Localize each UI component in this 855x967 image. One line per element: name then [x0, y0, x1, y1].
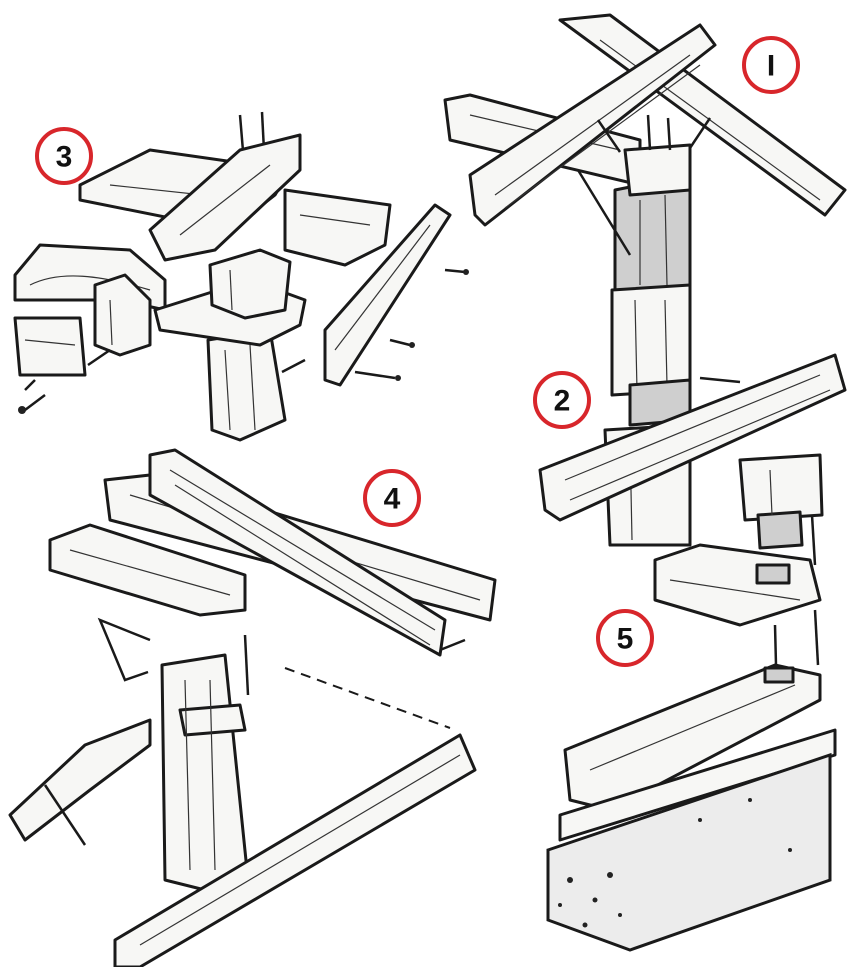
- badge-detail-3: 3: [35, 127, 93, 185]
- right-board: [283, 188, 392, 267]
- end-board: [13, 316, 87, 377]
- detail-5-assembly: [546, 453, 837, 952]
- badge-label: 5: [617, 623, 634, 656]
- detail-1-assembly: [443, 13, 847, 292]
- post-cap: [623, 143, 692, 197]
- front-beam: [48, 523, 247, 617]
- badge-label: 2: [554, 385, 571, 418]
- post: [206, 328, 287, 442]
- bracket-block: [93, 273, 152, 357]
- detail-2-assembly: [538, 283, 847, 547]
- detail-3-assembly: [13, 111, 469, 442]
- post-lower-top: [610, 283, 692, 397]
- corner-plate: [8, 718, 152, 842]
- waterproof-layer: [558, 728, 837, 842]
- badge-label: I: [767, 50, 775, 83]
- upper-sill: [653, 543, 822, 627]
- foundation: [546, 752, 832, 952]
- sill-mortise: [763, 666, 795, 684]
- post-top: [208, 248, 292, 320]
- floor-beam: [113, 733, 477, 967]
- badge-detail-4: 4: [363, 469, 421, 527]
- badge-detail-1: I: [742, 36, 800, 94]
- post-tenon-top: [738, 453, 824, 522]
- mortise: [755, 563, 791, 585]
- bracket: [576, 169, 632, 256]
- diagonal-beam: [148, 448, 447, 657]
- badge-label: 4: [384, 483, 401, 516]
- badge-detail-5: 5: [596, 609, 654, 667]
- detail-4-assembly: [8, 448, 497, 967]
- post-notch: [178, 703, 247, 737]
- post-tenon: [756, 510, 804, 550]
- badge-label: 3: [56, 141, 73, 174]
- vertical-rail: [323, 203, 452, 387]
- post-4: [160, 653, 250, 892]
- badge-detail-2: 2: [533, 371, 591, 429]
- corner-bracket: [97, 617, 151, 682]
